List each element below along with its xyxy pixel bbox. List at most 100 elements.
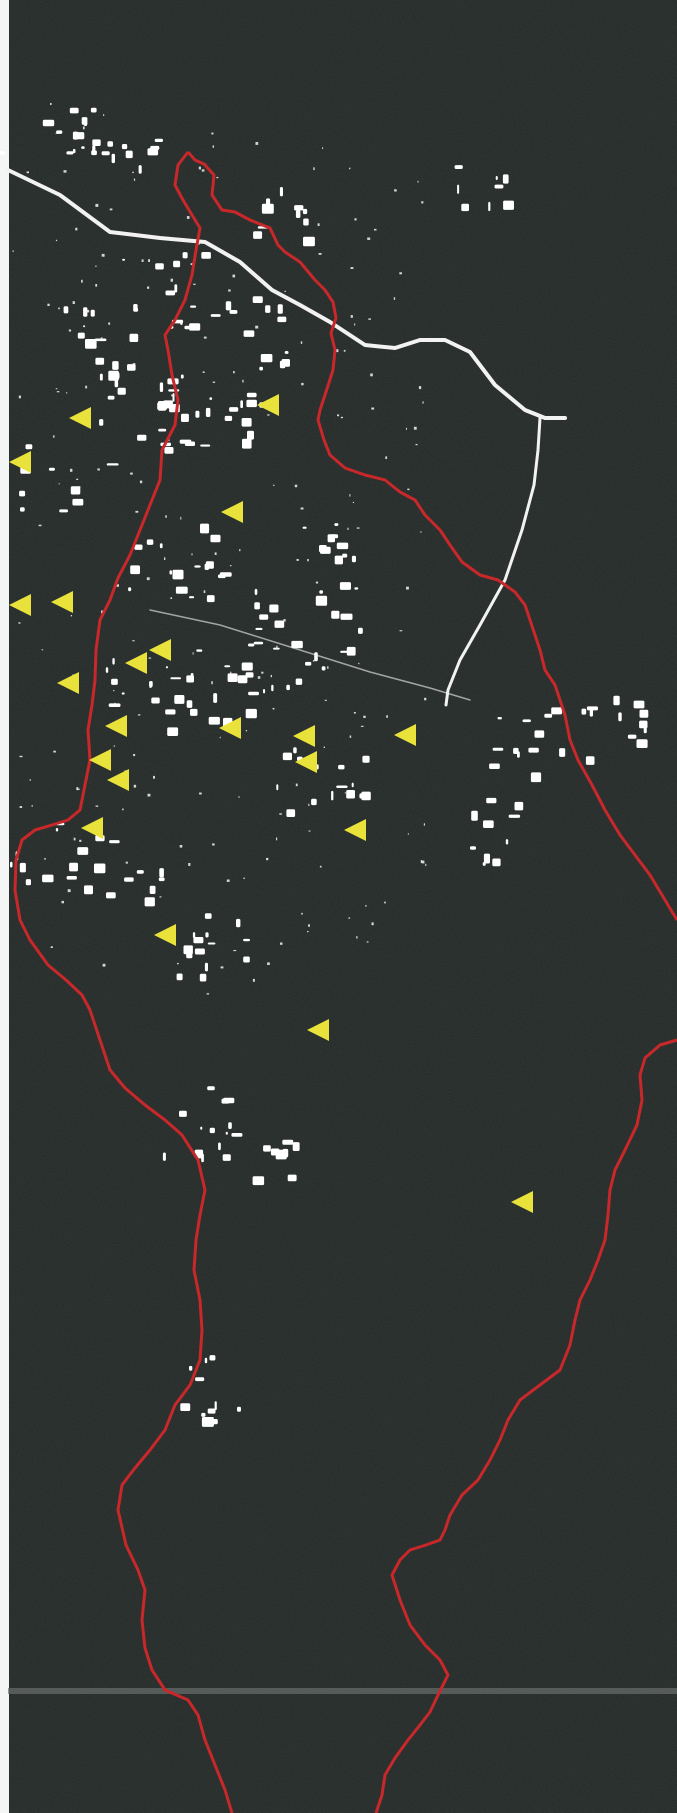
clearing-speck (212, 381, 216, 383)
clearing-patch (111, 678, 118, 685)
clearing-patch (295, 678, 303, 685)
clearing-speck (283, 619, 286, 622)
clearing-speck (349, 735, 352, 738)
clearing-patch (170, 677, 181, 680)
clearing-patch (315, 595, 328, 606)
clearing-patch (293, 747, 297, 754)
marker-triangle[interactable] (89, 749, 111, 771)
clearing-speck (66, 392, 68, 394)
clearing-speck (41, 649, 44, 651)
clearing-patch (172, 569, 184, 580)
road-branch (444, 416, 542, 707)
clearing-patch (294, 205, 304, 211)
clearing-speck (406, 586, 409, 590)
clearing-speck (270, 674, 272, 678)
clearing-patch (346, 790, 355, 799)
clearing-speck (85, 385, 88, 389)
marker-triangle[interactable] (105, 715, 127, 737)
clearing-patch (190, 708, 198, 716)
clearing-speck (347, 527, 349, 530)
clearing-patch (240, 400, 243, 409)
clearing-speck (230, 671, 232, 675)
boundary-east (13, 151, 234, 1813)
marker-triangle[interactable] (293, 725, 315, 747)
marker-triangle[interactable] (9, 451, 31, 473)
marker-triangle[interactable] (344, 819, 366, 841)
clearing-speck (77, 788, 80, 790)
clearing-speck (272, 707, 275, 710)
clearing-patch (282, 752, 292, 761)
clearing-patch (90, 107, 97, 113)
clearing-speck (350, 315, 353, 318)
clearing-patch (528, 747, 539, 753)
clearing-patch (530, 772, 542, 783)
clearing-speck (130, 472, 133, 475)
marker-triangle[interactable] (51, 591, 73, 613)
marker-triangle[interactable] (511, 1191, 533, 1213)
marker-triangle[interactable] (154, 924, 176, 946)
clearing-patch (91, 150, 97, 156)
marker-triangle[interactable] (219, 717, 241, 739)
clearing-speck (179, 845, 183, 848)
clearing-patch (331, 610, 340, 619)
clearing-speck (193, 283, 196, 285)
marker-triangle[interactable] (257, 394, 279, 416)
clearing-speck (356, 527, 360, 529)
clearing-patch (70, 486, 81, 495)
clearing-speck (415, 444, 418, 446)
marker-triangle[interactable] (57, 672, 79, 694)
clearing-speck (267, 962, 270, 965)
marker-triangle[interactable] (307, 1019, 329, 1041)
clearing-patch (231, 1133, 243, 1137)
clearing-speck (135, 510, 139, 513)
clearing-speck (276, 645, 278, 649)
clearing-speck (384, 901, 386, 904)
clearing-patch (495, 176, 498, 180)
marker-triangle[interactable] (295, 751, 317, 773)
clearing-patch (112, 658, 115, 665)
marker-triangle[interactable] (149, 639, 171, 661)
clearing-speck (294, 484, 298, 488)
clearing-patch (502, 174, 509, 184)
clearing-speck (113, 690, 115, 692)
clearing-speck (211, 132, 214, 135)
clearing-patch (205, 932, 209, 938)
clearing-speck (212, 145, 214, 148)
marker-triangle[interactable] (81, 817, 103, 839)
marker-triangle[interactable] (9, 594, 31, 616)
clearing-patch (194, 948, 205, 955)
clearing-patch (99, 373, 103, 381)
clearing-patch (279, 187, 283, 197)
clearing-patch (208, 716, 220, 725)
marker-triangle[interactable] (125, 652, 147, 674)
clearing-patch (207, 1408, 216, 1414)
clearing-patch (245, 708, 257, 719)
clearing-patch (174, 284, 178, 293)
clearing-patch (158, 877, 165, 882)
clearing-patch (253, 231, 263, 239)
marker-triangle[interactable] (221, 501, 243, 523)
clearing-patch (494, 184, 504, 189)
clearing-patch (159, 543, 163, 549)
clearing-patch (286, 809, 296, 817)
marker-triangle[interactable] (107, 769, 129, 791)
marker-triangle[interactable] (394, 724, 416, 746)
clearing-speck (76, 478, 79, 480)
clearing-patch (492, 747, 504, 751)
clearing-patch (223, 1097, 235, 1104)
clearing-speck (148, 657, 152, 659)
clearing-speck (171, 394, 174, 397)
clearing-patch (454, 165, 463, 169)
clearing-patch (175, 586, 188, 594)
clearing-speck (153, 775, 155, 779)
clearing-speck (335, 349, 339, 353)
clearing-speck (318, 253, 322, 255)
marker-triangle[interactable] (69, 407, 91, 429)
clearing-speck (406, 427, 407, 430)
clearing-patch (77, 332, 85, 339)
clearing-speck (199, 792, 202, 795)
clearing-speck (86, 309, 90, 313)
clearing-speck (353, 712, 356, 714)
clearing-patch (618, 712, 622, 722)
